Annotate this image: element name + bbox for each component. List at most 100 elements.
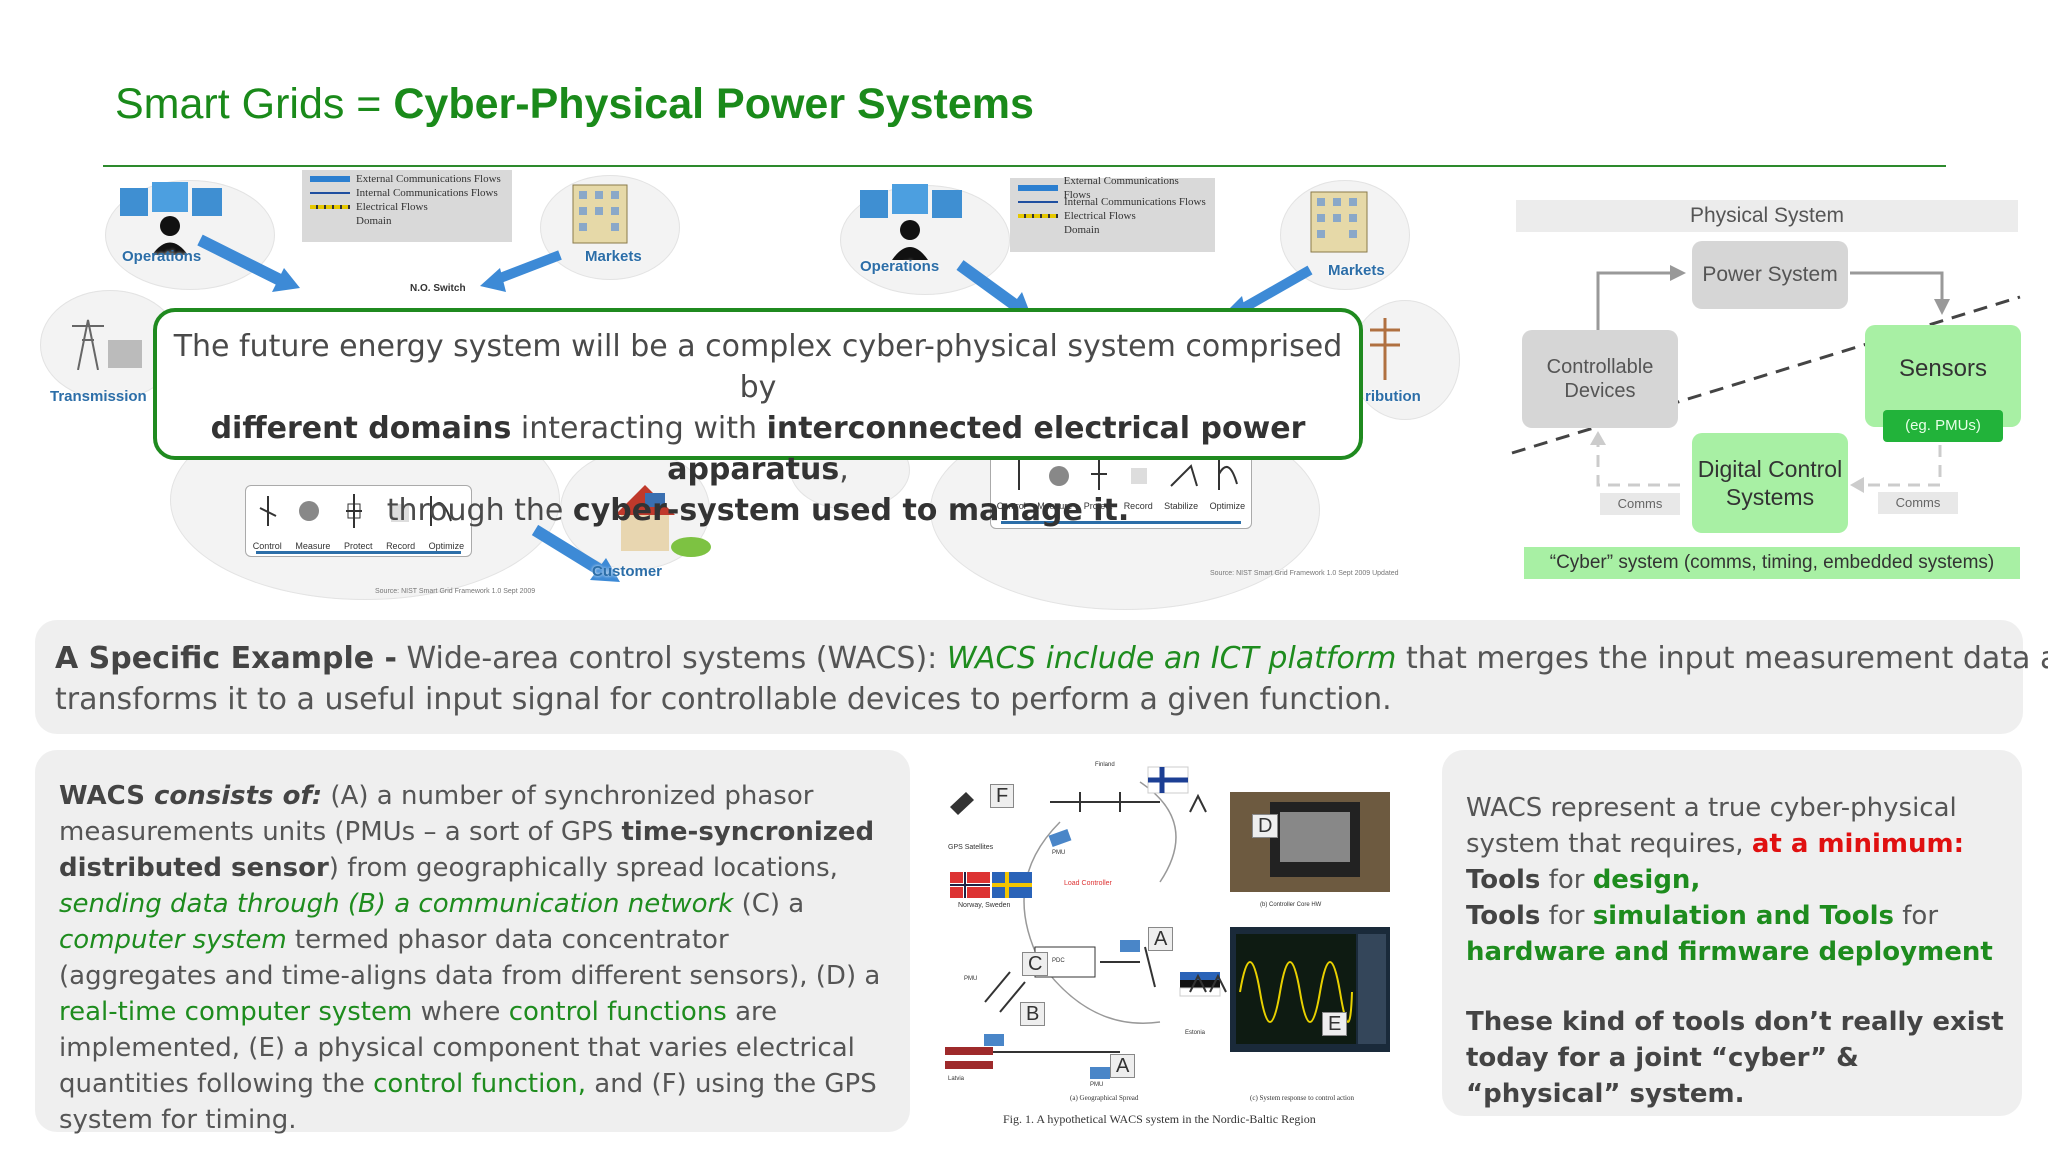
cyber-physical-schematic: Physical System Power System Controllabl… <box>1510 195 2022 585</box>
icon-label: Record <box>386 541 416 551</box>
figure-caption: Fig. 1. A hypothetical WACS system in th… <box>1003 1112 1316 1126</box>
domain-label-operations: Operations <box>122 248 202 265</box>
wacs-requirements-panel: WACS represent a true cyber-physical sys… <box>1442 750 2022 1116</box>
device-bus-line <box>1001 521 1241 524</box>
fig-small-label: GPS Satellites <box>948 844 994 851</box>
wacs-description-panel: WACS consists of: (A) a number of synchr… <box>35 750 910 1135</box>
icon-label: Record <box>1123 501 1153 511</box>
operations-icon <box>120 180 230 255</box>
example-text-2: that merges the input measurement data a… <box>1396 641 2048 676</box>
comms-label-right: Comms <box>1878 492 1958 514</box>
device-icon-strip: Control Measure Protect Record Optimize <box>245 485 472 557</box>
markets-building-icon <box>1310 191 1368 253</box>
spacer <box>1466 970 2006 1004</box>
domain-label-operations: Operations <box>860 258 940 275</box>
fig-small-label: PMU <box>1090 1082 1104 1088</box>
callout-line-2: different domains interacting with inter… <box>157 408 1359 490</box>
example-text-1: Wide-area control systems (WACS): <box>396 641 947 676</box>
wacs-network-graphic <box>945 766 1390 1079</box>
example-italic: WACS include an ICT platform <box>946 641 1397 676</box>
text-bold: time-syncronized distributed sensor <box>59 817 875 883</box>
title-divider <box>103 165 1946 167</box>
figure-label-f: F <box>990 784 1015 808</box>
fig-small-label: PMU <box>964 976 978 982</box>
text-green-bold: design, <box>1592 865 1701 895</box>
legend-text: Internal Communications Flows <box>1064 196 1206 208</box>
domain-label-distribution: ribution <box>1365 388 1421 405</box>
example-bold: A Specific Example - <box>55 641 397 676</box>
icon-label: Protect <box>1083 501 1113 511</box>
device-bus-line <box>256 551 461 554</box>
cyber-system-label: “Cyber” system (comms, timing, embedded … <box>1524 547 2020 579</box>
legend-row: External Communications Flows <box>1018 175 1207 201</box>
figure-label-a2: A <box>1110 1054 1136 1078</box>
icon-label: Measure <box>295 541 331 551</box>
controllable-devices-box: Controllable Devices <box>1522 330 1678 428</box>
text-bold: WACS <box>59 781 154 811</box>
fig-small-label: Estonia <box>1185 1030 1206 1036</box>
schematic-connectors <box>1511 265 2021 493</box>
callout-text: through the <box>386 493 573 528</box>
source-note-left: Source: NIST Smart Grid Framework 1.0 Se… <box>375 588 536 595</box>
icon-label: Control <box>252 541 282 551</box>
device-icon-labels: Control Measure Protect Record Optimize <box>246 541 471 551</box>
legend-row: Electrical Flows <box>310 200 504 214</box>
wacs-description-text: WACS consists of: (A) a number of synchr… <box>59 778 894 1138</box>
legend-text: External Communications Flows <box>356 173 501 185</box>
diagram-legend: External Communications Flows Internal C… <box>302 170 512 242</box>
text-run: WACS represent a true cyber-physical sys… <box>1466 793 1957 859</box>
wacs-figure: F D A C B E A GPS Satellites Norway, Swe… <box>940 762 1400 1132</box>
callout-box: The future energy system will be a compl… <box>153 308 1363 528</box>
pmus-badge: (eg. PMUs) <box>1883 410 2003 442</box>
fig-small-label: Norway, Sweden <box>958 902 1011 909</box>
text-run: for <box>1540 865 1593 895</box>
fig-small-label: Latvia <box>948 1076 965 1082</box>
physical-system-label: Physical System <box>1516 200 2018 232</box>
text-green: real-time computer system <box>59 997 413 1027</box>
text-run: (C) a <box>733 889 805 919</box>
device-icons <box>259 494 452 528</box>
text-run: for <box>1540 901 1593 931</box>
title-bold: Cyber-Physical Power Systems <box>393 80 1034 128</box>
sensors-label: Sensors <box>1898 355 1988 382</box>
icon-label: Protect <box>343 541 373 551</box>
domain-label-transmission: Transmission <box>50 388 147 405</box>
fig-small-label: PDC <box>1052 958 1065 964</box>
text-green: control function, <box>373 1069 586 1099</box>
domain-label-customer: Customer <box>592 563 663 580</box>
flow-arrows <box>197 234 620 582</box>
transmission-tower-icon <box>72 319 142 370</box>
switch-label: N.O. Switch <box>410 283 466 294</box>
text-green-bold: hardware and firmware deployment <box>1466 937 1993 967</box>
text-run: and (F) using the GPS system for timing. <box>59 1069 877 1135</box>
legend-text: Electrical Flows <box>356 201 428 213</box>
customer-house-icon <box>615 485 711 557</box>
legend-row: External Communications Flows <box>310 172 504 186</box>
legend-text: Electrical Flows <box>1064 210 1136 222</box>
cloud-distribution <box>1350 300 1460 420</box>
icon-label: Optimize <box>428 541 465 551</box>
text-run: ) from geographically spread locations, <box>328 853 838 883</box>
figure-label-e: E <box>1322 1012 1348 1036</box>
domain-label-markets: Markets <box>585 248 642 265</box>
text-run: (A) a number of synchronized phasor meas… <box>59 781 814 847</box>
text-bold-conclusion: These kind of tools don’t really exist t… <box>1466 1007 2004 1109</box>
device-icons <box>1018 456 1238 490</box>
icon-label: Stabilize <box>1164 501 1199 511</box>
icon-label: Measure <box>1037 501 1073 511</box>
callout-line-3: through the cyber-system used to manage … <box>157 490 1359 531</box>
text-bold: Tools <box>1466 865 1541 895</box>
legend-text: Domain <box>356 215 392 227</box>
digital-control-box: Digital Control Systems <box>1692 433 1848 533</box>
text-run: termed phasor data concentrator (aggrega… <box>59 925 881 991</box>
fig-small-label: PMU <box>1052 850 1066 856</box>
legend-row: Electrical Flows <box>1018 209 1207 223</box>
fig-small-label: Load Controller <box>1064 880 1112 887</box>
figure-label-a: A <box>1148 927 1174 951</box>
legend-text: External Communications Flows <box>1063 175 1179 201</box>
operations-graphic <box>120 182 222 255</box>
comms-label-left: Comms <box>1600 493 1680 515</box>
example-text: A Specific Example - Wide-area control s… <box>55 638 2048 720</box>
icon-label: Control <box>996 501 1026 511</box>
callout-text: , <box>839 452 849 487</box>
